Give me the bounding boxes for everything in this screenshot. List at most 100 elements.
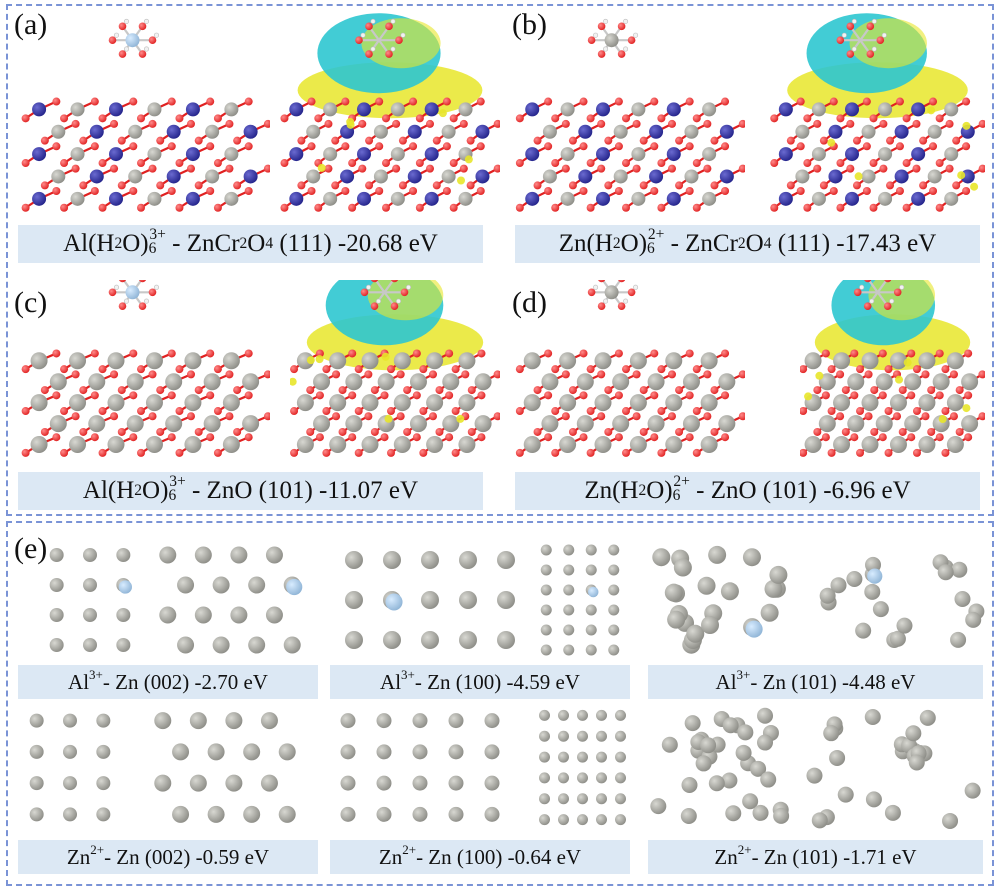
oxygen-atom — [225, 412, 234, 421]
zinc-atom — [889, 630, 906, 647]
zinc-atom — [560, 147, 575, 162]
oxygen-atom — [586, 203, 595, 212]
oxygen-atom — [60, 203, 69, 212]
caption-d-sub-2: 2 — [638, 482, 647, 499]
charge-accumulation-blob — [381, 352, 390, 361]
zinc-atom — [594, 436, 612, 454]
chromium-atom — [475, 169, 490, 184]
oxygen-atom — [685, 349, 694, 358]
chromium-atom — [911, 191, 926, 206]
zinc-atom — [718, 373, 736, 391]
oxygen-atom — [476, 142, 485, 151]
zinc-atom — [49, 548, 64, 562]
oxygen-atom — [710, 427, 719, 436]
zinc-atom — [230, 546, 248, 564]
zinc-atom — [664, 583, 683, 602]
oxygen-atom — [322, 448, 331, 457]
oxygen-atom — [675, 136, 684, 145]
zinc-atom — [390, 191, 405, 206]
zinc-atom — [377, 373, 395, 391]
zinc-atom — [612, 415, 630, 433]
chromium-atom — [666, 191, 681, 206]
zinc-atom — [804, 436, 822, 454]
zinc-atom — [242, 373, 260, 391]
zinc-atom — [154, 774, 172, 792]
oxygen-atom — [738, 119, 745, 128]
oxygen-atom — [821, 349, 830, 358]
zinc-atom — [596, 730, 607, 742]
zinc-atom — [818, 373, 836, 391]
zinc-atom — [615, 772, 626, 784]
zinc-atom — [484, 744, 500, 760]
oxygen-atom — [856, 365, 865, 374]
zinc-atom — [539, 751, 550, 763]
zinc-atom — [594, 394, 612, 412]
oxygen-atom — [685, 186, 694, 195]
oxygen-atom — [432, 136, 441, 145]
oxygen-atom — [561, 164, 570, 173]
zinc-atom — [222, 352, 240, 370]
zinc-atom — [615, 793, 626, 805]
charge-accumulation-blob — [895, 375, 904, 384]
charge-accumulation-blob — [962, 121, 971, 130]
oxygen-atom — [52, 433, 61, 442]
oxygen-atom — [955, 427, 964, 436]
zinc-atom — [383, 551, 401, 569]
caption-c-charge: 3+ — [169, 473, 186, 491]
hydrogen-atom — [593, 32, 599, 38]
oxygen-atom — [117, 181, 126, 190]
oxygen-atom — [244, 142, 253, 151]
oxygen-atom — [290, 365, 299, 374]
zinc-atom — [708, 775, 725, 792]
zinc-atom — [63, 744, 77, 759]
oxygen-atom — [561, 119, 570, 128]
hydrogen-atom — [899, 284, 905, 290]
zinc-atom — [576, 373, 594, 391]
caption-b-facet: (111) -17.43 eV — [771, 230, 937, 257]
zinc-atom — [944, 102, 959, 117]
oxygen-atom — [632, 412, 641, 421]
oxygen-atom — [392, 119, 401, 128]
oxygen-atom — [515, 365, 524, 374]
zinc-atom — [70, 147, 85, 162]
zinc-atom — [701, 616, 720, 635]
oxygen-atom — [117, 136, 126, 145]
zinc-atom — [878, 147, 893, 162]
oxygen-atom — [941, 407, 950, 416]
oxygen-atom — [380, 391, 389, 400]
hydrogen-atom — [603, 18, 609, 24]
oxygen-atom — [827, 448, 836, 457]
zinc-atom — [523, 394, 541, 412]
zinc-atom — [700, 394, 718, 412]
caption-d-n: 6 — [672, 487, 681, 505]
oxygen-atom — [60, 448, 69, 457]
oxygen-atom — [622, 448, 630, 457]
e-al-zn101-top — [810, 540, 985, 660]
caption-a-charge: 3+ — [149, 226, 166, 244]
zinc-atom — [558, 772, 569, 784]
zinc-atom — [878, 191, 893, 206]
chromium-atom — [89, 124, 104, 139]
oxygen-atom — [307, 186, 316, 195]
caption-e2-ion: Al — [380, 669, 402, 694]
oxygen-atom — [129, 349, 138, 358]
oxygen-atom — [387, 365, 395, 374]
zinc-atom — [577, 814, 588, 826]
oxygen-atom — [657, 365, 666, 374]
caption-b-surface: ZnCr — [685, 230, 738, 257]
hydrogen-atom — [623, 18, 629, 24]
oxygen-atom — [902, 114, 911, 123]
oxygen-atom — [912, 448, 921, 457]
zinc-atom — [29, 776, 44, 791]
water-oxygen-atom — [385, 22, 393, 31]
oxygen-atom — [341, 97, 350, 106]
oxygen-atom — [738, 370, 745, 379]
chromium-atom — [778, 102, 793, 117]
zinc-atom — [559, 436, 577, 454]
oxygen-atom — [941, 365, 950, 374]
oxygen-atom — [98, 365, 107, 374]
oxygen-atom — [459, 164, 468, 173]
